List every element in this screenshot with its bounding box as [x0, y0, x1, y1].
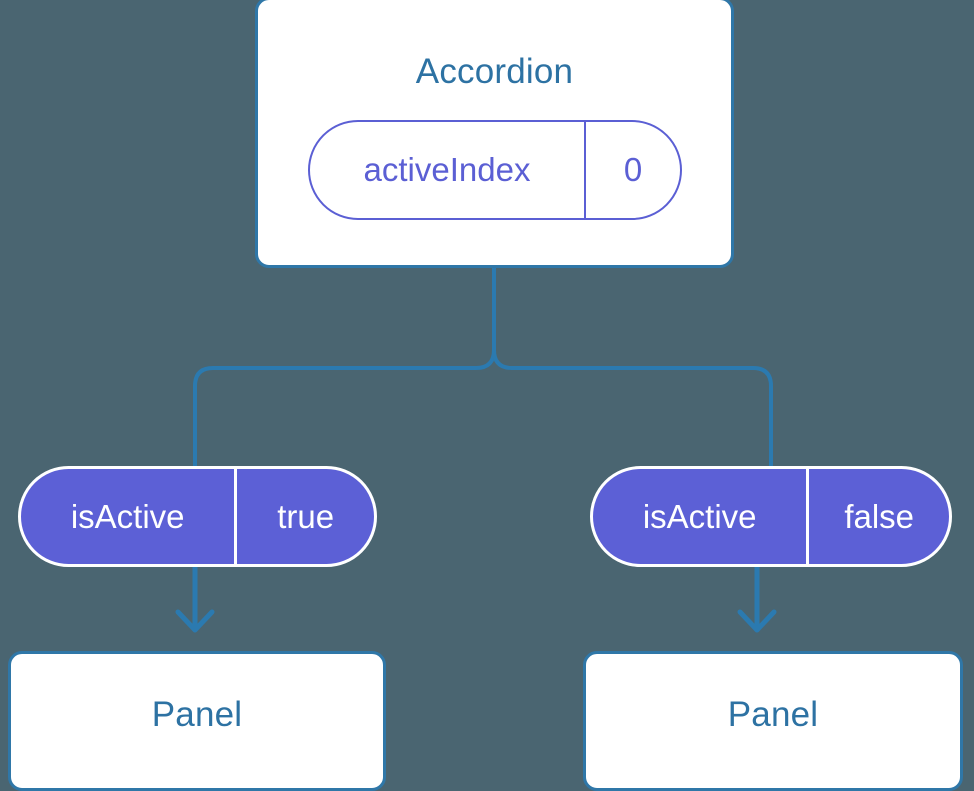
accordion-state-key: activeIndex [363, 151, 531, 188]
accordion-state-value: 0 [584, 122, 680, 218]
prop-pill-right-value: false [806, 469, 949, 564]
prop-to-panel-arrow-right [737, 563, 777, 633]
accordion-title: Accordion [415, 52, 574, 91]
prop-pill-left[interactable]: isActive true [18, 466, 377, 567]
panel-title-right: Panel [727, 695, 819, 734]
prop-pill-right-key: isActive [642, 497, 757, 535]
prop-pill-right[interactable]: isActive false [590, 466, 952, 567]
prop-pill-left-key: isActive [70, 497, 185, 535]
panel-title-left: Panel [151, 695, 243, 734]
panel-component-box-left[interactable]: Panel [8, 651, 386, 791]
accordion-state-pill[interactable]: activeIndex 0 [308, 120, 682, 220]
edge-accordion-to-right-prop [492, 263, 773, 468]
panel-component-box-right[interactable]: Panel [583, 651, 963, 791]
diagram-canvas: Accordion activeIndex 0 isActive true is… [8, 0, 963, 791]
prop-pill-left-value: true [234, 469, 374, 564]
prop-to-panel-arrow-left [175, 563, 215, 633]
edge-accordion-to-left-prop [193, 263, 496, 468]
